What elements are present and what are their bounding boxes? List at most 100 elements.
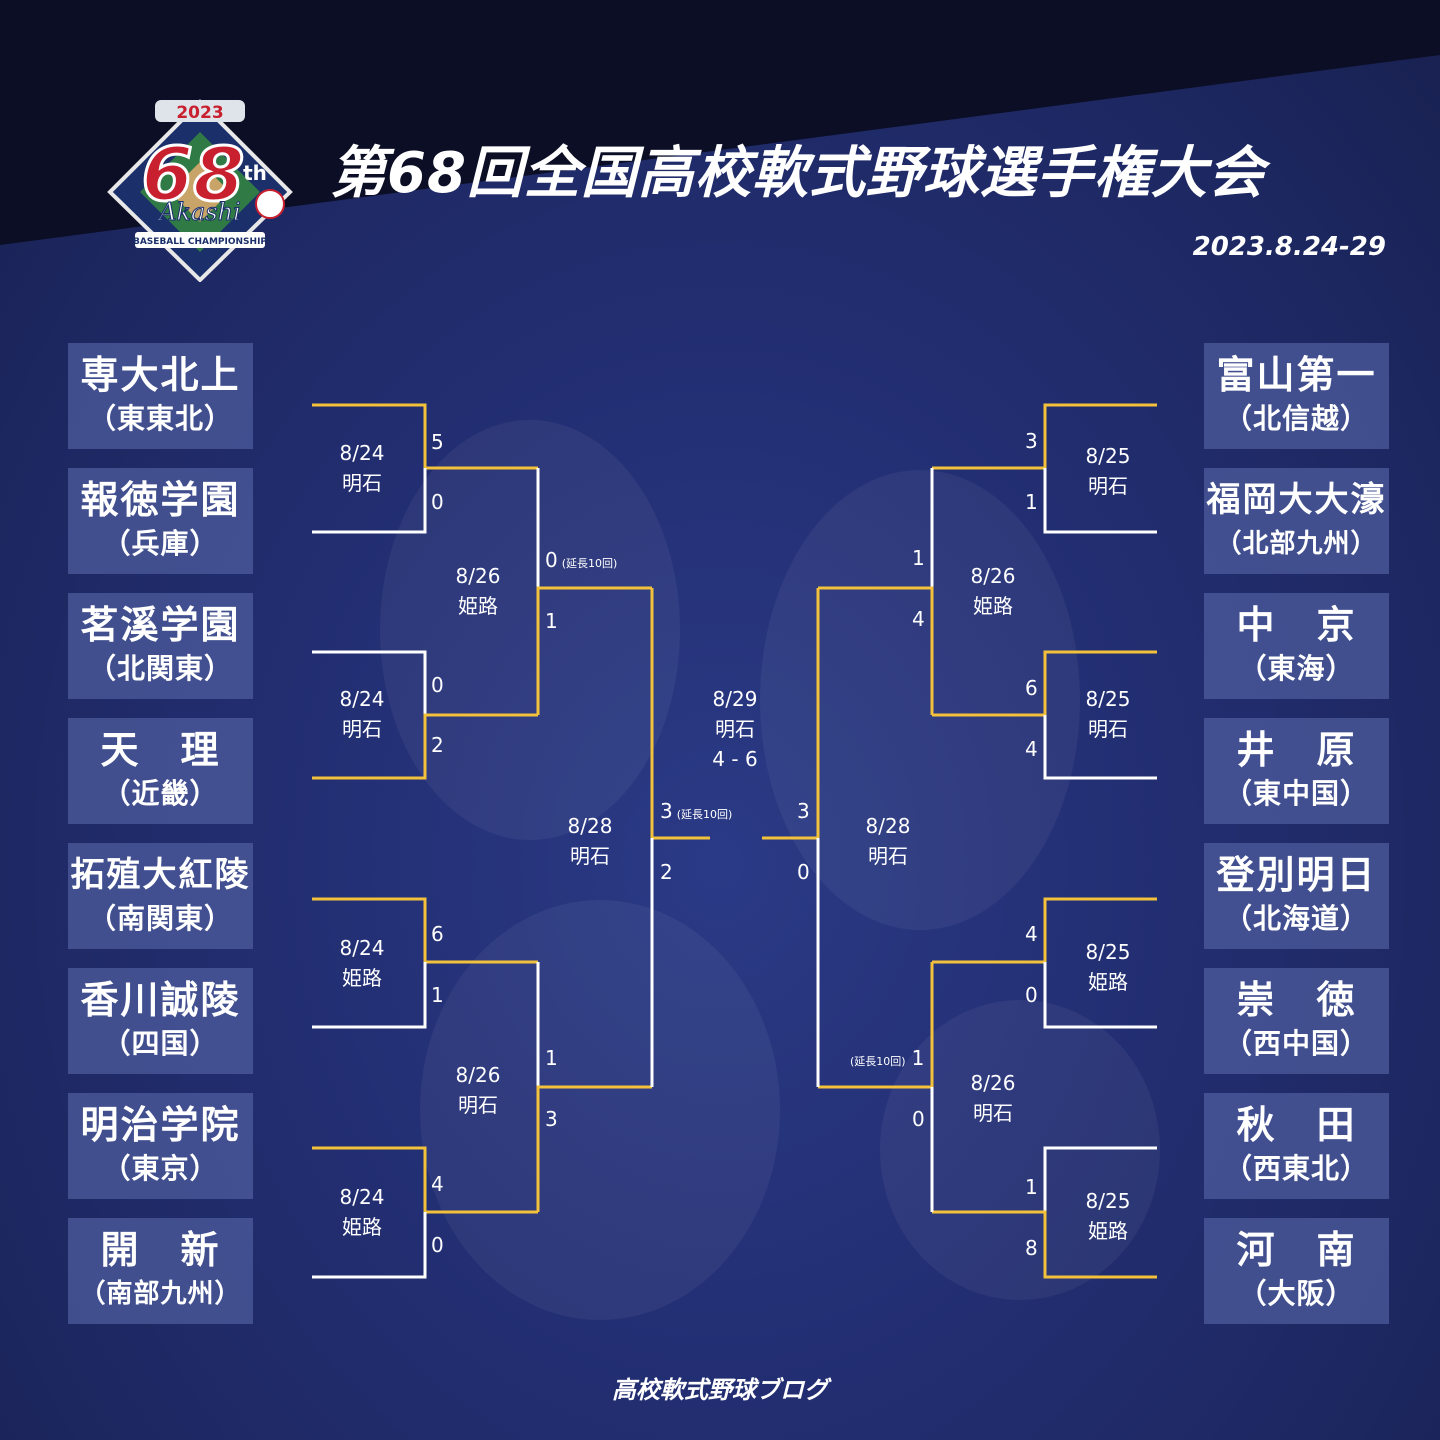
svg-text:th: th [243, 161, 267, 185]
bracket-line-win [932, 1210, 1157, 1279]
score: 0 [431, 490, 444, 514]
team-region: （東東北） [87, 402, 233, 435]
match-venue: 姫路 [1088, 1219, 1128, 1243]
bg-figure [880, 1000, 1160, 1300]
match-venue: 明石 [342, 717, 382, 741]
bracket-line-win [818, 586, 934, 715]
score: 1 [1025, 490, 1038, 514]
bracket-line-lose [312, 1212, 427, 1279]
team-box: 香川誠陵 （四国） [68, 968, 253, 1074]
bracket-line-lose [1043, 715, 1157, 780]
svg-text:Akashi: Akashi [157, 198, 241, 226]
score-note: (延長10回) [676, 808, 733, 821]
team-region: （東海） [1238, 652, 1355, 685]
team-region: （北海道） [1223, 902, 1369, 935]
team-region: （東京） [102, 1152, 219, 1185]
team-region: （四国） [102, 1027, 219, 1060]
header-band [0, 0, 1440, 245]
team-name: 福岡大大濠 [1206, 480, 1387, 520]
score: 4 [1025, 922, 1038, 946]
score: 6 [431, 922, 444, 946]
team-box: 報徳学園 （兵庫） [68, 468, 253, 574]
match-venue: 明石 [458, 1093, 498, 1117]
score-value: 3 [660, 799, 673, 823]
team-box: 中 京 （東海） [1204, 593, 1389, 699]
tournament-logo: 2023 68 th Akashi BASEBALL CHAMPIONSHIP [107, 99, 293, 282]
team-name: 富山第一 [1216, 353, 1377, 397]
team-box: 福岡大大濠 （北部九州） [1204, 468, 1389, 574]
bracket-line-lose [312, 962, 427, 1029]
score: 1 [1025, 1175, 1038, 1199]
svg-text:68: 68 [142, 132, 245, 218]
match-date: 8/26 [455, 564, 501, 588]
score: 2 [660, 860, 673, 884]
team-name: 茗溪学園 [80, 603, 241, 647]
score: 0 [912, 1107, 925, 1131]
score: 1 [545, 609, 558, 633]
score: 0 [797, 860, 810, 884]
bracket-line-win [312, 713, 538, 780]
team-box: 登別明日 （北海道） [1204, 843, 1389, 949]
match-date: 8/28 [865, 814, 911, 838]
team-box: 茗溪学園 （北関東） [68, 593, 253, 699]
tournament-dates: 2023.8.24-29 [1192, 232, 1386, 262]
match-venue: 明石 [973, 1101, 1013, 1125]
team-box: 開 新 （南部九州） [68, 1218, 253, 1324]
bracket-line-win [932, 403, 1157, 470]
team-box: 拓殖大紅陵 （南関東） [68, 843, 253, 949]
score: 0 [431, 673, 444, 697]
team-name: 報徳学園 [80, 478, 241, 522]
score: 1 [912, 546, 925, 570]
svg-text:BASEBALL CHAMPIONSHIP: BASEBALL CHAMPIONSHIP [133, 237, 267, 247]
score: 0 [431, 1233, 444, 1257]
team-name: 河 南 [1236, 1228, 1357, 1272]
score-value: 1 [911, 1046, 925, 1070]
bracket-line-lose [1043, 468, 1157, 534]
team-region: （北信越） [1223, 402, 1369, 435]
team-name: 香川誠陵 [80, 978, 241, 1022]
team-name: 登別明日 [1216, 853, 1377, 897]
team-region: （近畿） [102, 777, 219, 810]
final-score: 4 - 6 [712, 747, 758, 771]
score: 8 [1025, 1236, 1038, 1260]
match-date: 8/24 [339, 441, 385, 465]
match-date: 8/28 [567, 814, 613, 838]
score: 3 [797, 799, 810, 823]
team-box: 秋 田 （西東北） [1204, 1093, 1389, 1199]
team-name: 井 原 [1236, 728, 1357, 772]
bracket-line-win [536, 586, 652, 715]
match-venue: 姫路 [342, 1215, 382, 1239]
match-date: 8/25 [1085, 1189, 1131, 1213]
score: 6 [1025, 676, 1038, 700]
match-date: 8/26 [970, 1071, 1016, 1095]
match-venue: 姫路 [1088, 970, 1128, 994]
match-venue: 明石 [1088, 474, 1128, 498]
team-region: （兵庫） [102, 527, 219, 560]
match-venue: 明石 [342, 471, 382, 495]
team-name: 崇 徳 [1236, 978, 1357, 1022]
score: 5 [431, 430, 444, 454]
match-venue: 姫路 [342, 966, 382, 990]
team-region: （大阪） [1238, 1277, 1355, 1310]
team-box: 井 原 （東中国） [1204, 718, 1389, 824]
score: 3 [1025, 429, 1038, 453]
team-box: 河 南 （大阪） [1204, 1218, 1389, 1324]
bracket-line-win [536, 1085, 652, 1212]
score: 3(延長10回) [660, 799, 732, 827]
score-note: (延長10回) [850, 1055, 906, 1068]
score: 4 [1025, 737, 1038, 761]
svg-text:2023: 2023 [176, 103, 223, 123]
bracket-line-lose [312, 468, 427, 534]
